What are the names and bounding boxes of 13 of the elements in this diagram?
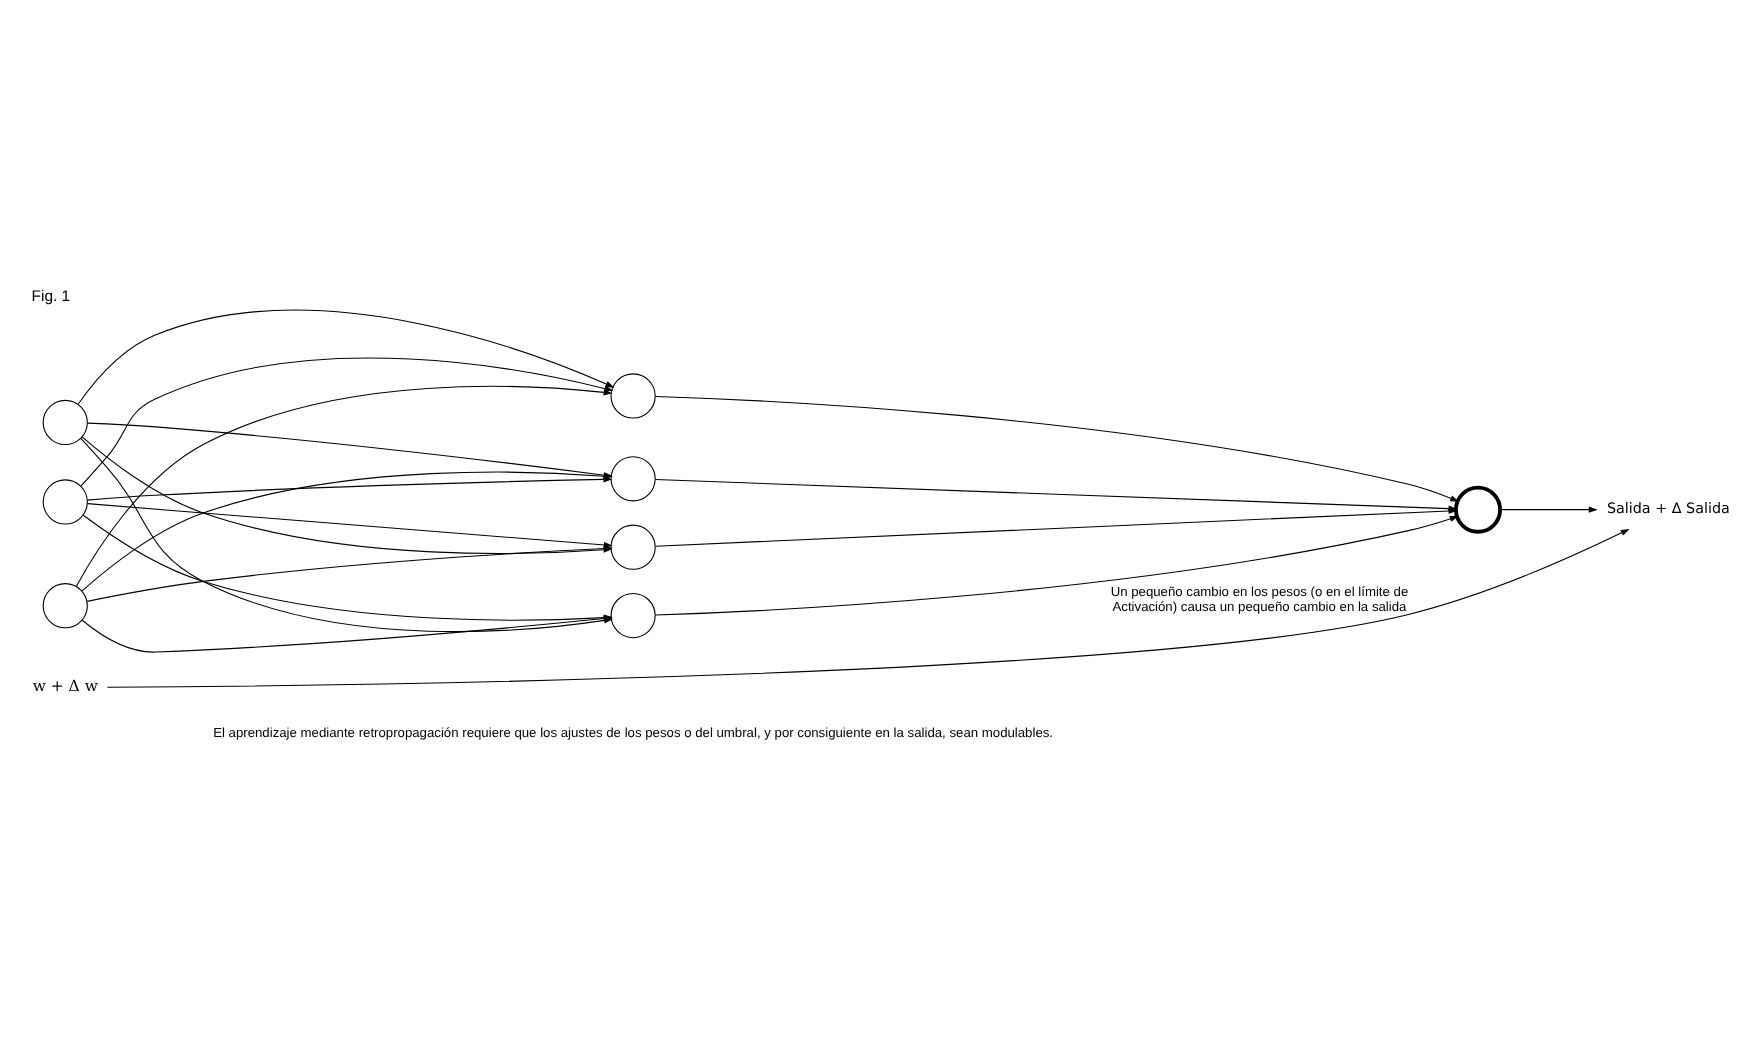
node-circle	[42, 583, 88, 629]
arrow	[654, 395, 1460, 502]
node-circle	[610, 456, 656, 502]
arrow	[86, 476, 613, 501]
arrow	[1499, 506, 1598, 513]
arrow	[106, 528, 1630, 688]
node-circle	[610, 524, 656, 570]
node-circle	[42, 399, 88, 446]
arrow	[654, 515, 1459, 616]
node-circle	[1454, 485, 1502, 534]
node-circle	[610, 373, 656, 419]
node-circle	[610, 593, 656, 639]
node-circle	[42, 479, 88, 525]
